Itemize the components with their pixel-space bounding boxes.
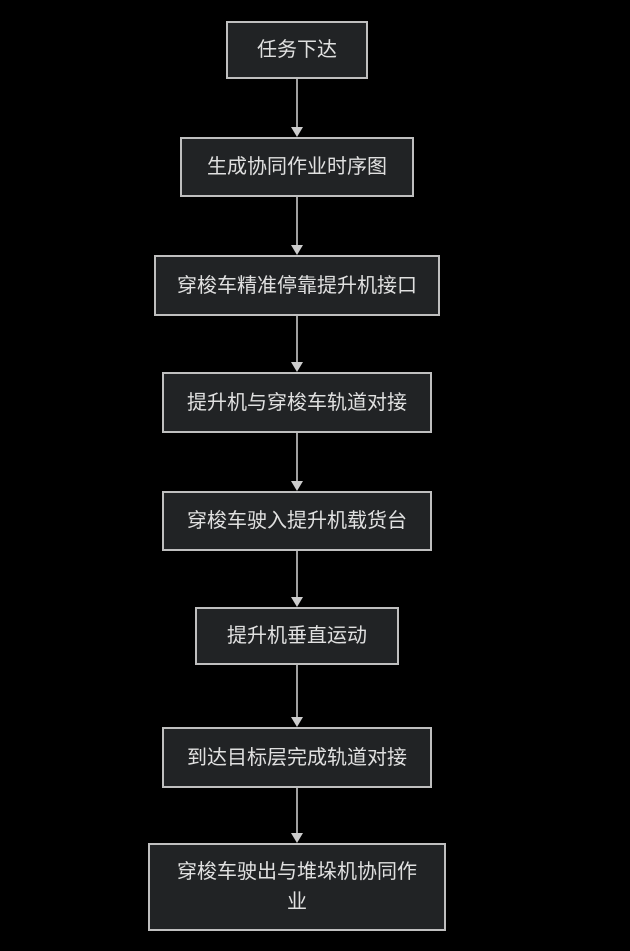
- arrowhead-down-icon: [291, 481, 303, 491]
- flow-node-lift-vertical-motion: 提升机垂直运动: [195, 607, 399, 665]
- flow-arrow-3: [290, 316, 304, 372]
- flow-node-shuttle-exit-stacker-collab: 穿梭车驶出与堆垛机协同作业: [148, 843, 446, 931]
- arrowhead-down-icon: [291, 127, 303, 137]
- flow-arrow-5: [290, 551, 304, 607]
- arrow-line: [296, 316, 298, 363]
- flow-node-label: 提升机与穿梭车轨道对接: [187, 391, 407, 414]
- arrow-line: [296, 197, 298, 246]
- flow-node-label: 提升机垂直运动: [227, 625, 367, 647]
- arrowhead-down-icon: [291, 597, 303, 607]
- arrowhead-down-icon: [291, 362, 303, 372]
- flow-node-label: 生成协同作业时序图: [207, 156, 387, 178]
- flow-node-task-issue: 任务下达: [226, 21, 368, 79]
- flow-node-shuttle-dock-interface: 穿梭车精准停靠提升机接口: [154, 255, 440, 316]
- flow-node-label: 穿梭车驶出与堆垛机协同作业: [177, 861, 417, 913]
- arrow-line: [296, 79, 298, 128]
- arrow-line: [296, 788, 298, 834]
- flow-node-generate-sequence: 生成协同作业时序图: [180, 137, 414, 197]
- flow-node-shuttle-enter-platform: 穿梭车驶入提升机载货台: [162, 491, 432, 551]
- flow-node-label: 穿梭车精准停靠提升机接口: [177, 274, 417, 297]
- arrow-line: [296, 433, 298, 482]
- flow-arrow-4: [290, 433, 304, 491]
- flow-arrow-2: [290, 197, 304, 255]
- arrowhead-down-icon: [291, 245, 303, 255]
- flow-arrow-6: [290, 665, 304, 727]
- flow-node-lift-track-docking: 提升机与穿梭车轨道对接: [162, 372, 432, 433]
- flow-node-label: 任务下达: [257, 39, 337, 61]
- flow-arrow-1: [290, 79, 304, 137]
- arrowhead-down-icon: [291, 833, 303, 843]
- arrowhead-down-icon: [291, 717, 303, 727]
- flow-arrow-7: [290, 788, 304, 843]
- flow-node-target-floor-docking: 到达目标层完成轨道对接: [162, 727, 432, 788]
- arrow-line: [296, 551, 298, 598]
- arrow-line: [296, 665, 298, 718]
- flow-node-label: 到达目标层完成轨道对接: [187, 746, 407, 769]
- flow-node-label: 穿梭车驶入提升机载货台: [187, 510, 407, 532]
